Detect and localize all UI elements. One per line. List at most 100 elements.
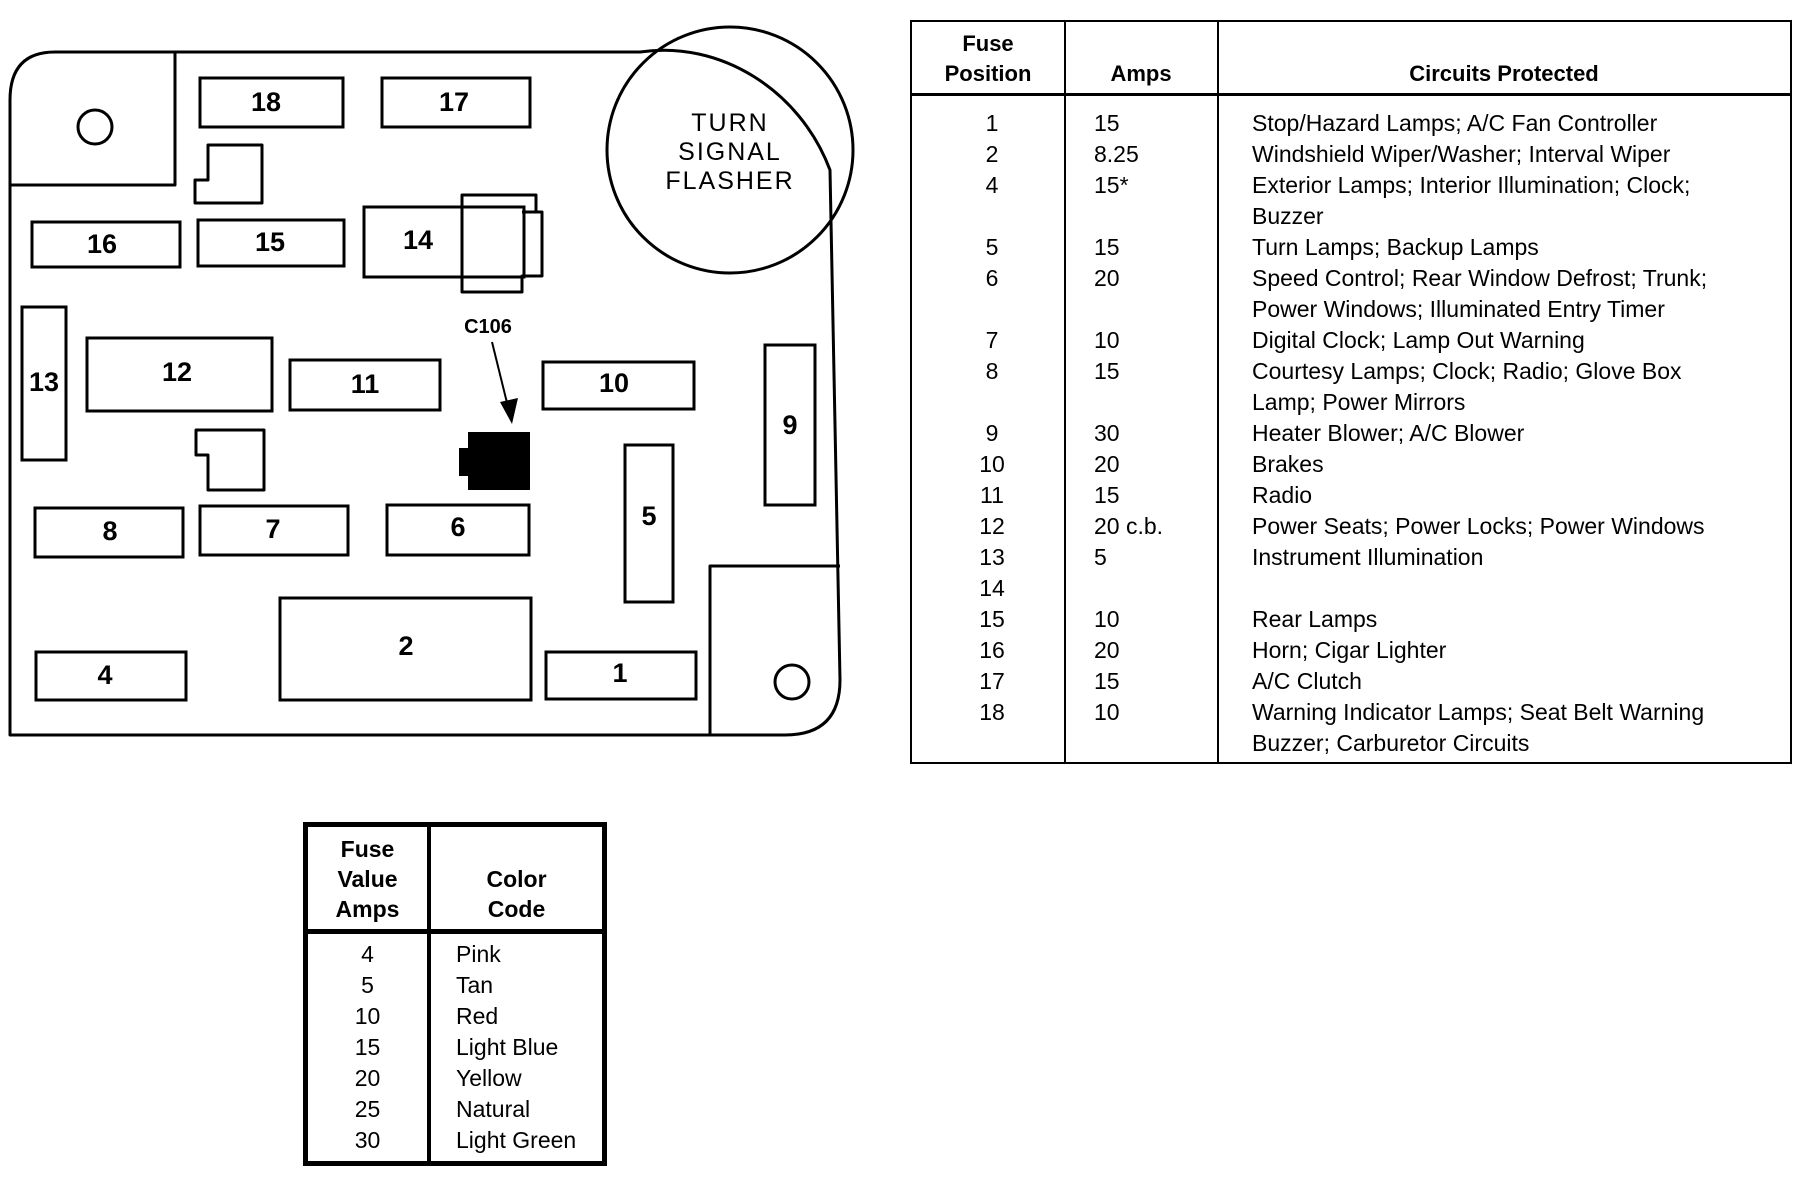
fuse-position-cell: 12 xyxy=(979,513,1005,539)
fuse-position-cell: 14 xyxy=(979,575,1005,601)
amps-cell: 10 xyxy=(1094,327,1120,353)
amps-cell: 15 xyxy=(1094,482,1120,508)
circuits-cell: Exterior Lamps; Interior Illumination; C… xyxy=(1252,172,1691,198)
amps-cell: 15 xyxy=(1094,234,1120,260)
connector-c106-label: C106 xyxy=(464,316,512,338)
color-code-cell: Red xyxy=(456,1003,499,1029)
amps-cell: 30 xyxy=(1094,420,1120,446)
color-table-divider xyxy=(427,827,431,1161)
header-fuse-value-amps: Fuse Value Amps xyxy=(308,831,427,927)
circuits-cell: Brakes xyxy=(1252,451,1324,477)
fuse-position-cell: 2 xyxy=(985,141,999,167)
fuse-label-5: 5 xyxy=(641,501,656,531)
circuits-cell: Courtesy Lamps; Clock; Radio; Glove Box xyxy=(1252,358,1682,384)
header-circuits-text: Circuits Protected xyxy=(1409,61,1599,86)
relay-socket-lower xyxy=(194,428,266,492)
fuse-label-17: 17 xyxy=(439,87,469,117)
fuse-position-cell: 1 xyxy=(985,110,999,136)
circuits-cell: Heater Blower; A/C Blower xyxy=(1252,420,1525,446)
amps-cell: 10 xyxy=(1094,699,1120,725)
amps-cell: 5 xyxy=(1094,544,1107,570)
relay-socket-upper xyxy=(193,143,264,205)
fuse-slot-13 xyxy=(20,305,68,462)
top-left-mount xyxy=(10,52,177,187)
table-divider-1 xyxy=(1064,22,1066,762)
amps-cell: 10 xyxy=(1094,606,1120,632)
fuse-value-cell: 25 xyxy=(354,1096,381,1122)
color-code-cell: Light Blue xyxy=(456,1034,559,1060)
circuits-cell: Instrument Illumination xyxy=(1252,544,1484,570)
fuse-slot-5 xyxy=(623,443,675,604)
fuse-slot-18 xyxy=(198,76,345,129)
fuse-position-cell: 4 xyxy=(985,172,999,198)
fuse-label-6: 6 xyxy=(450,512,465,542)
fuse-position-cell: 5 xyxy=(985,234,999,260)
fuse-position-cell: 16 xyxy=(979,637,1005,663)
fuse-slot-1 xyxy=(544,650,698,701)
amps-cell: 8.25 xyxy=(1094,141,1139,167)
color-code-cell: Natural xyxy=(456,1096,531,1122)
circuits-cell-continued: Buzzer xyxy=(1252,203,1324,229)
fuse-label-8: 8 xyxy=(102,516,117,546)
fuse-label-13: 13 xyxy=(29,367,59,397)
header-color-code: Color Code xyxy=(431,831,602,927)
fuse-position-cell: 17 xyxy=(979,668,1005,694)
header-value-line2: Value xyxy=(337,866,398,892)
fuse-label-4: 4 xyxy=(97,660,112,690)
fuse-position-cell: 9 xyxy=(985,420,999,446)
fuse-label-18: 18 xyxy=(251,87,281,117)
amps-cell: 20 xyxy=(1094,265,1120,291)
circuits-cell-continued: Lamp; Power Mirrors xyxy=(1252,389,1466,415)
fuse-position-cell: 8 xyxy=(985,358,999,384)
flasher-label-line1: TURN xyxy=(691,109,768,137)
fuse-position-cell: 6 xyxy=(985,265,999,291)
fuse-slot-12 xyxy=(85,336,274,413)
circuits-cell-continued: Power Windows; Illuminated Entry Timer xyxy=(1252,296,1665,322)
turn-signal-flasher xyxy=(605,25,855,275)
header-amps: Amps xyxy=(1065,22,1217,96)
header-fuse-position-line1: Fuse xyxy=(962,31,1014,56)
amps-cell: 15 xyxy=(1094,668,1120,694)
top-left-mount-hole xyxy=(76,108,114,146)
fuse-slot-9 xyxy=(763,343,817,507)
header-value-line1: Fuse xyxy=(340,836,395,862)
fuse-value-cell: 30 xyxy=(354,1127,381,1153)
flasher-label-line3: FLASHER xyxy=(665,167,794,195)
fuse-slot-7 xyxy=(198,504,350,557)
connector-c106 xyxy=(459,432,530,490)
circuits-cell: Turn Lamps; Backup Lamps xyxy=(1252,234,1539,260)
fuse-value-cell: 10 xyxy=(354,1003,381,1029)
fuse-label-9: 9 xyxy=(782,410,797,440)
fuse-label-2: 2 xyxy=(398,631,413,661)
fuse-label-10: 10 xyxy=(599,368,629,398)
fuse-value-cell: 5 xyxy=(361,972,374,998)
fuse-position-cell: 7 xyxy=(985,327,999,353)
header-fuse-position: Fuse Position xyxy=(912,22,1064,96)
bottom-right-mount-hole xyxy=(773,663,811,701)
fuse-14-clip xyxy=(460,193,544,294)
color-table-header-rule xyxy=(308,929,602,934)
table-divider-2 xyxy=(1217,22,1219,762)
fuse-slot-2 xyxy=(278,596,533,702)
fuse-slot-6 xyxy=(385,503,531,557)
circuits-cell: Speed Control; Rear Window Defrost; Trun… xyxy=(1252,265,1708,291)
amps-cell: 20 xyxy=(1094,637,1120,663)
fuse-label-15: 15 xyxy=(255,227,285,257)
fuse-label-16: 16 xyxy=(87,229,117,259)
color-code-cell: Pink xyxy=(456,941,501,967)
fuse-slot-17 xyxy=(380,76,532,129)
fuse-slot-15 xyxy=(196,218,346,268)
fuse-label-11: 11 xyxy=(351,369,380,399)
color-code-cell: Yellow xyxy=(456,1065,522,1091)
header-color-line1: Color xyxy=(486,866,547,892)
fuse-position-cell: 18 xyxy=(979,699,1005,725)
amps-cell: 20 xyxy=(1094,451,1120,477)
fuse-label-12: 12 xyxy=(162,357,192,387)
header-amps-text: Amps xyxy=(1110,61,1172,86)
amps-cell: 15 xyxy=(1094,110,1120,136)
fuse-slot-8 xyxy=(33,506,185,559)
fuse-position-cell: 11 xyxy=(980,482,1004,508)
fuse-position-cell: 10 xyxy=(979,451,1005,477)
